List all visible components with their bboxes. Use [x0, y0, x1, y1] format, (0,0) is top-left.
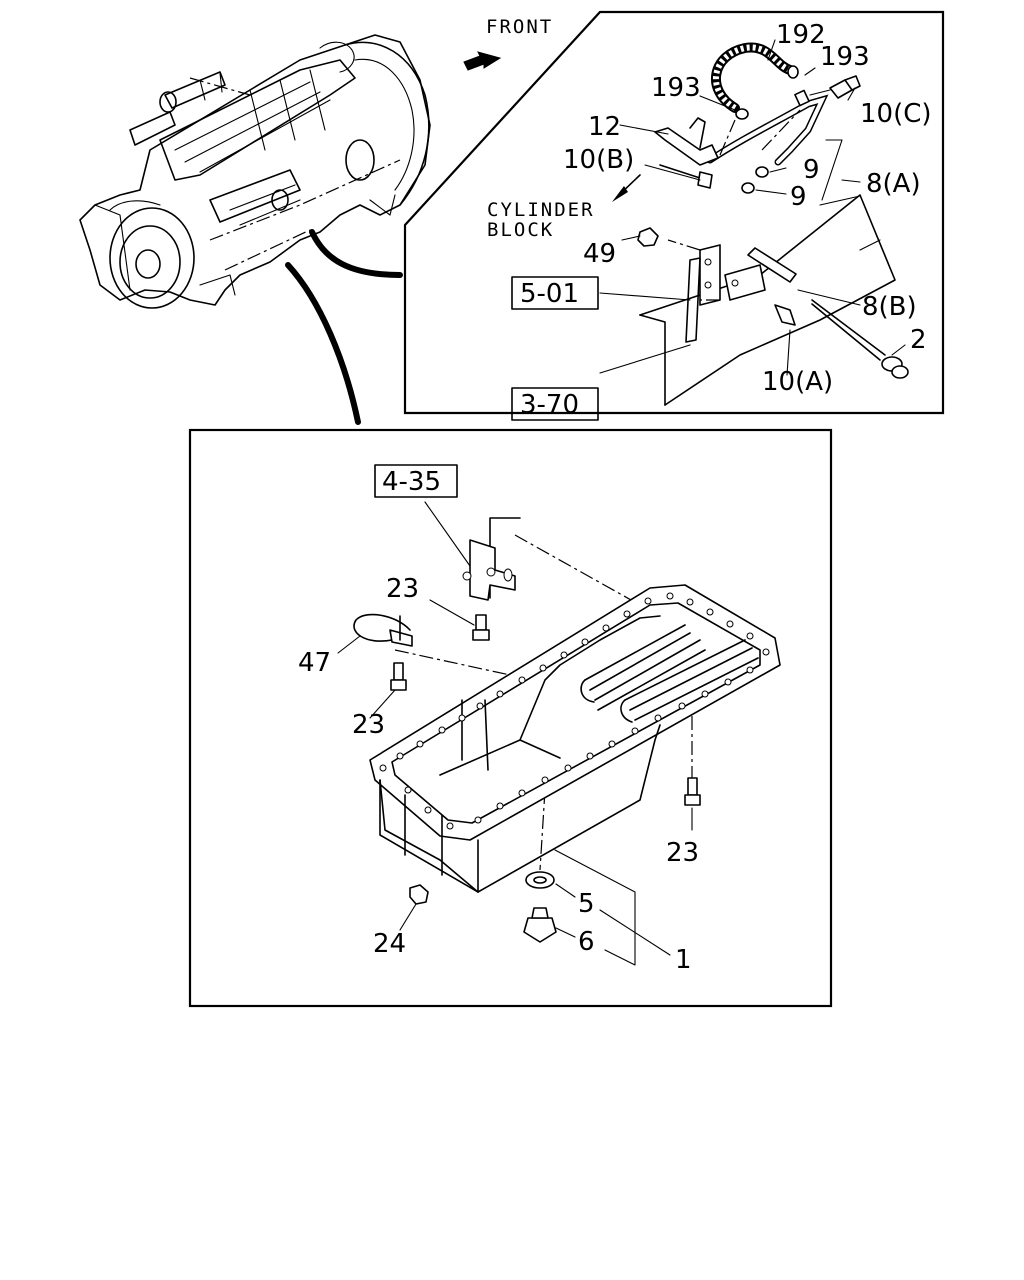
bolt-23-right [684, 777, 701, 806]
o-ring-9-top [755, 166, 769, 178]
part-49-label: 49 [583, 239, 616, 269]
lower-detail-frame [188, 428, 833, 1008]
part-1-label: 1 [675, 945, 692, 975]
bolt-10c [829, 75, 861, 99]
ref-box-3-70[interactable] [511, 387, 599, 421]
nut-24 [409, 884, 429, 905]
bolt-10b [659, 164, 713, 189]
part-23-top-label: 23 [386, 574, 419, 604]
part-5-label: 5 [578, 889, 595, 919]
front-direction-arrow-icon [463, 51, 502, 71]
leader-arc-to-upper-panel [309, 229, 403, 278]
washer-5 [525, 871, 555, 889]
drain-plug-6 [523, 907, 557, 943]
engine-overview-illustration [79, 34, 431, 309]
part-24-label: 24 [373, 929, 406, 959]
part-9-top-label: 9 [803, 155, 820, 185]
dipstick-2 [811, 299, 909, 379]
ref-box-4-35[interactable] [374, 464, 458, 498]
part-193-left-label: 193 [651, 73, 701, 103]
ref-5-01-label[interactable]: 5-01 [520, 279, 579, 309]
cylinder-block-label-line2: BLOCK [487, 219, 554, 241]
o-ring-9-bottom [741, 182, 755, 194]
part-8a-label: 8(A) [866, 169, 921, 199]
part-12-label: 12 [588, 112, 621, 142]
part-2-label: 2 [910, 325, 927, 355]
bolt-10a [774, 304, 796, 326]
hose-192-coil [711, 42, 799, 120]
part-9-bottom-label: 9 [790, 182, 807, 212]
part-10c-label: 10(C) [860, 99, 932, 129]
part-8b-label: 8(B) [862, 292, 917, 322]
cylinder-block-label-line1: CYLINDER [487, 199, 595, 221]
ref-4-35-label[interactable]: 4-35 [382, 467, 441, 497]
leader-arc-to-lower-panel [285, 262, 361, 425]
part-47-label: 47 [298, 648, 331, 678]
flange-bolt-holes [379, 592, 770, 830]
front-label: FRONT [486, 16, 553, 38]
part-6-label: 6 [578, 927, 595, 957]
guide-tube-8b [747, 247, 797, 283]
ref-box-5-01[interactable] [511, 276, 599, 310]
upper-leader-lines [599, 39, 906, 376]
part-193-top-label: 193 [820, 42, 870, 72]
clip-47 [353, 613, 413, 647]
oil-pan-1 [369, 584, 781, 893]
bracket-12 [654, 117, 719, 166]
nut-49 [637, 227, 659, 247]
bolt-23-left [390, 662, 407, 691]
part-10a-label: 10(A) [762, 367, 833, 397]
ref-3-70-label[interactable]: 3-70 [520, 390, 579, 420]
upper-detail-frame [403, 10, 945, 415]
bracket-plate-4-35 [462, 539, 516, 601]
part-23-left-label: 23 [352, 710, 385, 740]
part-23-right-label: 23 [666, 838, 699, 868]
part-10b-label: 10(B) [563, 145, 634, 175]
part-192-label: 192 [776, 20, 826, 50]
bolt-23-top [472, 614, 490, 641]
lower-leader-lines [337, 501, 693, 956]
dipstick-bracket [685, 244, 766, 343]
oil-level-gauge-tube [706, 89, 831, 166]
